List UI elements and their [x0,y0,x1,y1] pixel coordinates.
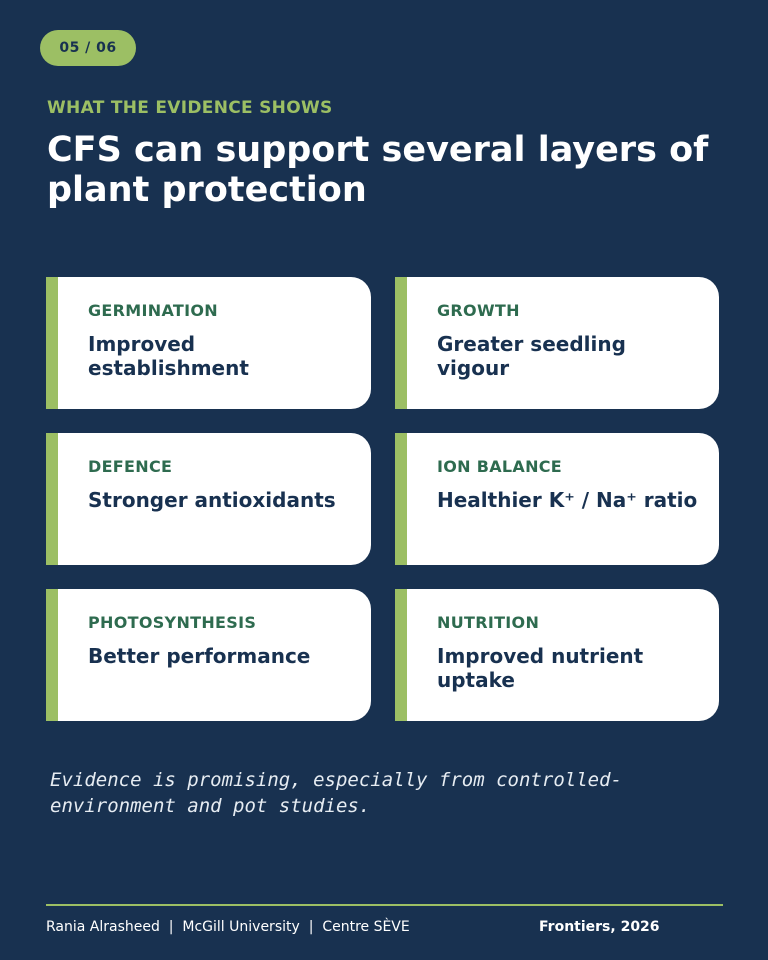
card-text: Stronger antioxidants [88,488,336,512]
card-growth: GROWTH Greater seedling vigour [395,277,719,409]
card-text: Improved nutrient uptake [437,644,644,692]
card-nutrition: NUTRITION Improved nutrient uptake [395,589,719,721]
footer-divider [46,904,723,906]
card-label: PHOTOSYNTHESIS [88,613,257,632]
card-text: Healthier K⁺ / Na⁺ ratio [437,488,698,512]
footer-citation: Frontiers, 2026 [539,919,660,935]
card-text: Better performance [88,644,311,668]
footer-separator: | [308,919,314,935]
page-title: CFS can support several layers of plant … [47,130,709,210]
footer-separator: | [168,919,174,935]
card-defence: DEFENCE Stronger antioxidants [46,433,371,565]
footer-credits: Rania Alrasheed | McGill University | Ce… [46,919,410,935]
footer-author: Rania Alrasheed [46,919,160,935]
evidence-note: Evidence is promising, especially from c… [50,769,622,817]
page-counter-badge: 05 / 06 [40,30,136,66]
section-eyebrow: WHAT THE EVIDENCE SHOWS [47,98,333,118]
card-label: GERMINATION [88,301,218,320]
card-label: ION BALANCE [437,457,563,476]
card-photosynthesis: PHOTOSYNTHESIS Better performance [46,589,371,721]
card-text: Improved establishment [88,332,249,380]
benefit-card-grid: GERMINATION Improved establishment GROWT… [46,277,719,721]
card-label: DEFENCE [88,457,173,476]
card-label: GROWTH [437,301,520,320]
footer-affiliation: McGill University [182,919,300,935]
footer-centre: Centre SÈVE [322,919,410,935]
card-text: Greater seedling vigour [437,332,626,380]
card-germination: GERMINATION Improved establishment [46,277,371,409]
card-label: NUTRITION [437,613,540,632]
card-ion-balance: ION BALANCE Healthier K⁺ / Na⁺ ratio [395,433,719,565]
